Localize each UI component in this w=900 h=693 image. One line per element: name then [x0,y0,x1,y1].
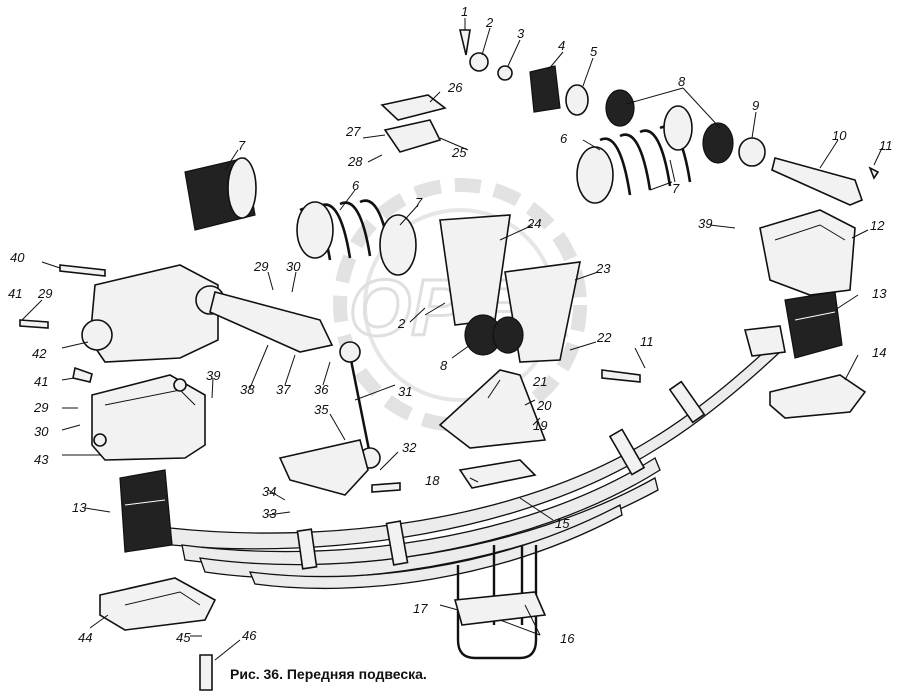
label-39-left: 39 [206,368,220,383]
label-2: 2 [485,15,494,30]
shock-absorber [81,264,334,363]
label-5: 5 [590,44,598,59]
label-18: 18 [425,473,440,488]
label-22: 22 [596,330,612,345]
label-30-top: 30 [286,259,301,274]
rubber-buffer-left [119,469,173,553]
coil-bushing-right [576,105,693,204]
bracket-12 [759,209,856,296]
figure-caption: Рис. 36. Передняя подвеска. [230,666,427,682]
top-small-parts [458,29,880,206]
label-2-center: 2 [397,316,406,331]
label-38: 38 [240,382,255,397]
label-7-left: 7 [238,138,246,153]
label-45: 45 [176,630,191,645]
label-41-mid: 41 [34,374,48,389]
label-20: 20 [536,398,552,413]
leader-lines [21,18,883,661]
label-16: 16 [560,631,575,646]
label-8-center: 8 [440,358,448,373]
plates-25-26 [380,94,537,489]
label-31: 31 [398,384,412,399]
label-35: 35 [314,402,329,417]
leaf-spring [169,325,786,590]
label-27: 27 [345,124,361,139]
label-12: 12 [870,218,885,233]
label-46: 46 [242,628,257,643]
label-7-right: 7 [672,181,680,196]
label-25: 25 [451,145,467,160]
label-14: 14 [872,345,886,360]
label-11-mid: 11 [640,334,654,349]
part-labels: 1 2 3 4 5 6 8 9 10 11 7 7 6 7 26 27 25 2… [8,4,893,646]
label-11-top: 11 [879,138,893,153]
label-34: 34 [262,484,276,499]
label-29-mid: 29 [33,400,48,415]
coil-bushing-center [296,199,417,276]
label-23: 23 [595,261,611,276]
label-37: 37 [276,382,291,397]
label-19: 19 [533,418,547,433]
link-rod [278,341,381,496]
label-44: 44 [78,630,92,645]
label-36: 36 [314,382,329,397]
label-43: 43 [34,452,49,467]
bolts [19,264,641,691]
label-10: 10 [832,128,847,143]
label-13: 13 [872,286,887,301]
label-33: 33 [262,506,277,521]
plates-23-24 [438,214,582,449]
label-41-top: 41 [8,286,22,301]
label-1: 1 [461,4,468,19]
rubber-buffer-13 [784,291,843,359]
label-8-top: 8 [678,74,686,89]
label-32: 32 [402,440,417,455]
u-bolt-assembly [453,545,547,660]
label-21: 21 [532,374,547,389]
label-7-center: 7 [415,195,423,210]
label-40: 40 [10,250,25,265]
label-24: 24 [526,216,541,231]
label-42: 42 [32,346,47,361]
label-39-right: 39 [698,216,712,231]
bracket-14 [769,374,867,419]
label-29-top: 29 [253,259,268,274]
label-28: 28 [347,154,363,169]
label-3: 3 [517,26,525,41]
label-6-right: 6 [560,131,568,146]
label-29-left: 29 [37,286,52,301]
label-6-center: 6 [352,178,360,193]
bracket-43 [91,374,206,461]
label-26: 26 [447,80,463,95]
label-13-left: 13 [72,500,87,515]
label-30-mid: 30 [34,424,49,439]
label-9: 9 [752,98,759,113]
label-4: 4 [558,38,565,53]
bracket-44 [99,577,217,631]
label-17: 17 [413,601,428,616]
label-15: 15 [555,516,570,531]
rubber-cushion-left [184,157,257,231]
